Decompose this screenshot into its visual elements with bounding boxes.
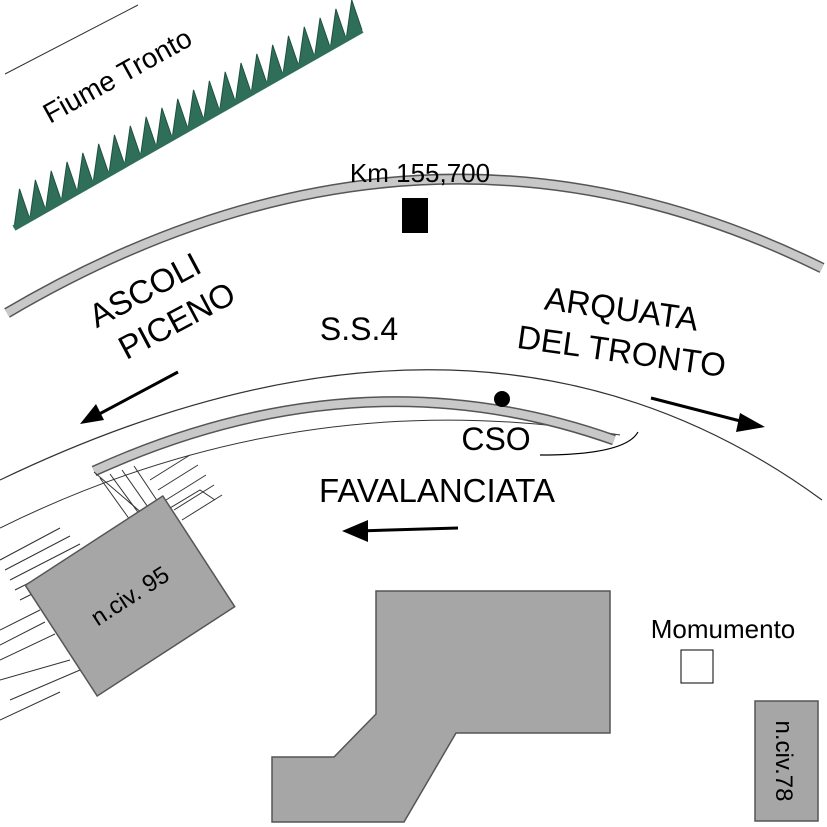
road-label: S.S.4 bbox=[320, 311, 398, 347]
river-bank-base bbox=[12, 27, 364, 231]
central-building bbox=[271, 590, 611, 823]
upper-guardrail bbox=[4, 175, 824, 317]
locality-label: FAVALANCIATA bbox=[319, 472, 555, 509]
sensor-leader-line bbox=[539, 431, 639, 456]
direction-east-label: ARQUATA DEL TRONTO bbox=[515, 280, 728, 384]
monument-label: Momumento bbox=[651, 614, 796, 644]
river-bank-line bbox=[4, 4, 139, 75]
lower-guardrail bbox=[92, 397, 616, 475]
arrow-locality-west-icon bbox=[342, 520, 459, 542]
arrow-west-icon bbox=[80, 370, 179, 424]
building-78-label: n.civ.78 bbox=[770, 721, 797, 802]
river-label: Fiume Tronto bbox=[38, 22, 197, 129]
km-marker-icon bbox=[402, 198, 428, 233]
building-78 bbox=[754, 700, 819, 822]
building-95: n.civ. 95 bbox=[24, 494, 236, 698]
river-bank-symbol bbox=[12, 0, 364, 231]
arrow-east-icon bbox=[650, 396, 765, 432]
sensor-label: CSO bbox=[461, 421, 530, 457]
sensor-dot-icon bbox=[494, 391, 510, 407]
km-marker-label: Km 155,700 bbox=[350, 158, 490, 188]
monument-square-icon bbox=[680, 649, 714, 684]
sidewalk-edge-line bbox=[0, 419, 621, 529]
road-edge-line bbox=[0, 369, 823, 501]
